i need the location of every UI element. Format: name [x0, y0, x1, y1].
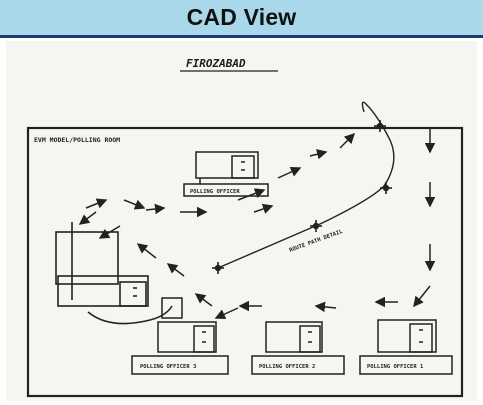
evm-compartment	[55, 222, 173, 325]
route-path	[217, 101, 395, 269]
room-outline	[26, 126, 464, 398]
desk-label-1: POLLING OFFICER 1	[367, 364, 424, 370]
cross-markers	[212, 120, 392, 274]
desk-label-2: POLLING OFFICER 2	[259, 364, 315, 370]
polling-officer-desk-top	[183, 151, 269, 197]
polling-officer-desk-3	[131, 297, 229, 375]
polling-officer-desk-2	[251, 321, 345, 375]
route-path-label: ROUTE PATH DETAIL	[289, 229, 345, 254]
room-label: EVM MODEL/POLLING ROOM	[34, 136, 120, 144]
booth-label: POLLING OFFICER	[190, 189, 240, 195]
polling-officer-desk-1	[359, 319, 453, 375]
flow-arrows	[78, 128, 436, 320]
desk-label-3: POLLING OFFICER 3	[140, 364, 196, 370]
sketch-title: FIROZABAD	[186, 57, 246, 70]
header-bar: CAD View	[0, 0, 483, 38]
page-title: CAD View	[186, 4, 297, 30]
